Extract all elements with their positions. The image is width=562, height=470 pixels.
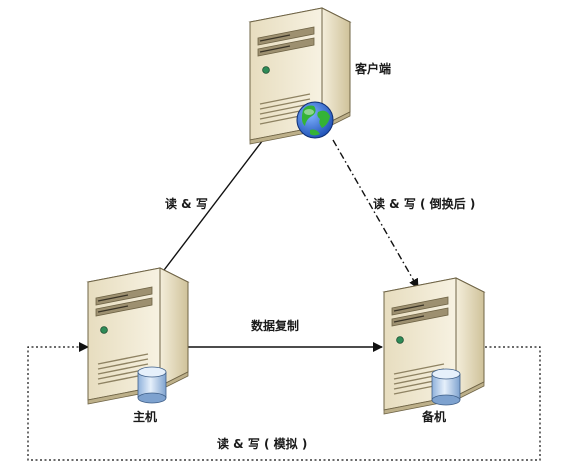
edge-client-to-standby [332,139,419,289]
edge-client-to-primary [157,139,264,279]
edge-simulated-loop [27,342,541,461]
edge-client-to-standby-label: 读 & 写 ( 倒换后 ) [373,197,476,211]
globe-icon [296,101,334,139]
database-icon [431,368,461,406]
edge-simulated-loop-label: 读 & 写 ( 模拟 ) [217,437,308,451]
primary-server-node [87,267,189,405]
database-icon [137,366,167,404]
standby-label: 备机 [422,410,447,424]
edge-client-to-primary-label: 读 & 写 [165,197,208,211]
standby-server-node [383,277,485,415]
edge-replication-label: 数据复制 [251,319,300,333]
client-server-node [249,7,351,145]
client-label: 客户端 [355,62,392,76]
primary-label: 主机 [133,410,158,424]
